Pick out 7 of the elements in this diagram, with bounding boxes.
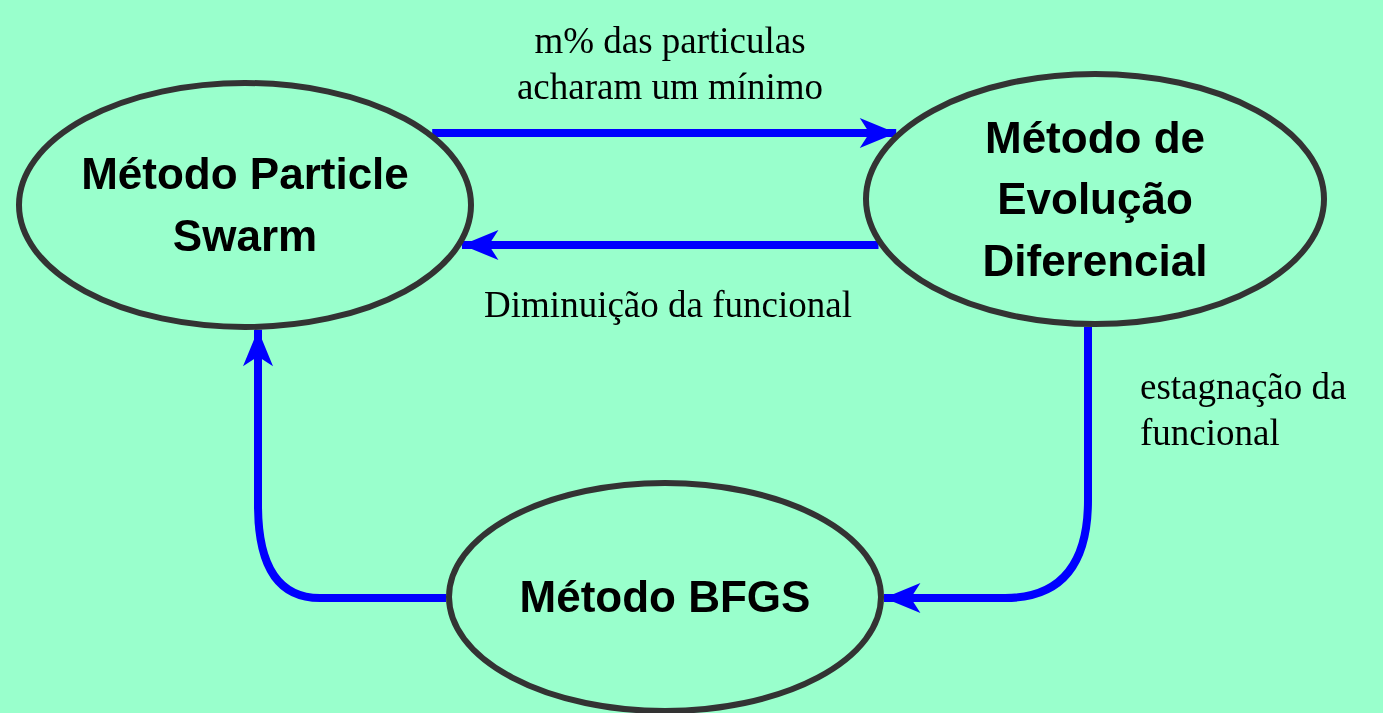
arrow (462, 230, 879, 260)
method-ellipse (863, 71, 1327, 327)
arrow (432, 118, 897, 148)
node-label: Método de Evolução Diferencial (981, 111, 1209, 287)
node-label: Método Particle Swarm (80, 148, 410, 262)
node-label: Método BFGS (519, 571, 811, 624)
method-ellipse (16, 80, 474, 330)
